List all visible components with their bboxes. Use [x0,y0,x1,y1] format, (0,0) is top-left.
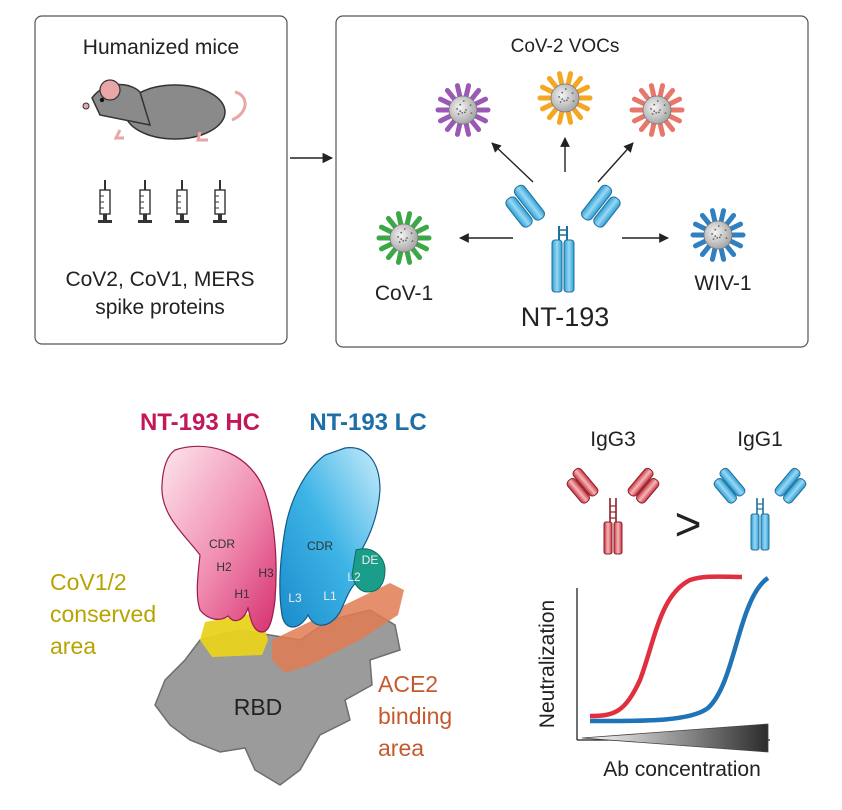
conserved-label-1: CoV1/2 [50,569,127,595]
igg1-curve [589,576,770,724]
panel-left-caption-2: spike proteins [95,296,225,319]
lc-cdr-label: CDR [307,539,333,553]
conserved-area [200,612,268,657]
igg3-curve [589,574,743,719]
de-label: DE [362,553,379,567]
panel-left-title: Humanized mice [83,36,239,59]
l1-label: L1 [323,589,337,603]
rbd-label: RBD [234,694,283,720]
igg3-antibody-icon [566,467,660,555]
igg3-label: IgG3 [590,428,636,451]
l3-label: L3 [288,591,302,605]
mouse-icon [82,79,247,142]
lc-label: NT-193 LC [309,409,426,436]
virus-voc-salmon-icon [629,83,685,137]
ace2-label-3: area [378,735,424,761]
relation-symbol: > [675,498,702,550]
virus-voc-purple-icon [435,83,491,137]
virus-cov1-icon [376,211,432,265]
virus-voc-orange-icon [537,71,593,125]
virus-label-cov1: CoV-1 [375,282,433,305]
antibody-label: NT-193 [521,302,610,332]
antibody-icon [505,184,621,293]
h2-label: H2 [216,560,232,574]
hc-label: NT-193 HC [140,409,260,436]
conserved-label-3: area [50,633,96,659]
panel-right-title: CoV-2 VOCs [511,36,620,57]
ace2-label-2: binding [378,703,452,729]
de-loop [351,548,386,593]
l2-label: L2 [347,570,361,584]
ace2-area [272,583,404,673]
plot-x-label: Ab concentration [603,758,761,781]
concentration-wedge [581,723,769,753]
panel-left-caption-1: CoV2, CoV1, MERS [65,268,254,291]
arrow-to-voc-right [597,142,634,183]
virus-label-wiv1: WIV-1 [694,272,751,295]
panel-left-frame [34,15,288,345]
plot-y-label: Neutralization [536,600,559,728]
h3-label: H3 [258,566,274,580]
arrow-to-voc-left [491,142,534,183]
conserved-label-2: conserved [50,601,156,627]
ace2-label-1: ACE2 [378,671,438,697]
virus-wiv1-icon [690,208,746,262]
heavy-chain [161,445,277,633]
igg1-antibody-icon [713,467,807,551]
hc-cdr-label: CDR [209,537,235,551]
igg1-label: IgG1 [737,428,783,451]
h1-label: H1 [234,587,250,601]
